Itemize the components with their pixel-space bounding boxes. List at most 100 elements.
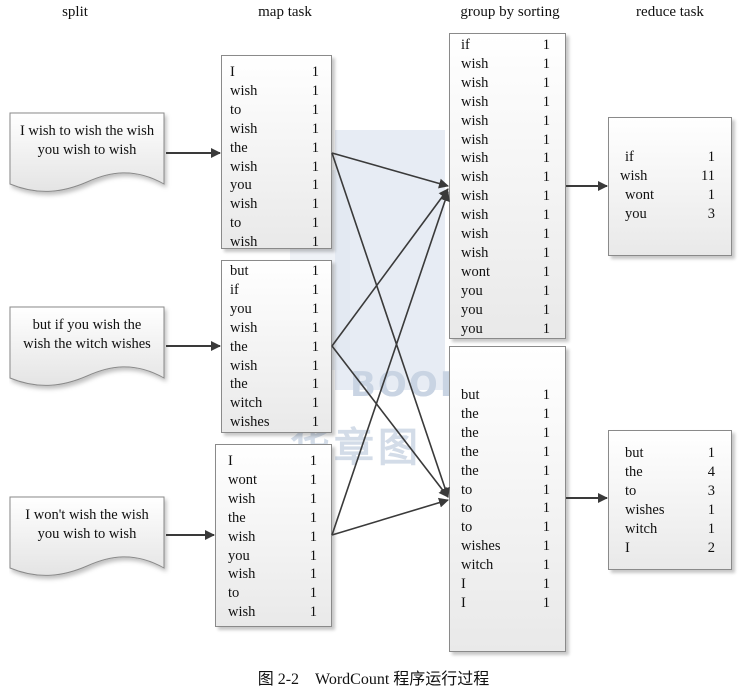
count: 1	[542, 301, 550, 318]
word: wont	[461, 263, 490, 280]
count: 1	[542, 424, 550, 441]
word: witch	[230, 395, 263, 412]
word-count-row: wish 1	[450, 112, 565, 131]
count: 1	[309, 547, 317, 564]
split-line: but if you wish the	[32, 317, 142, 333]
count: 1	[542, 557, 550, 574]
count: 1	[311, 234, 319, 251]
count: 1	[542, 169, 550, 186]
word: wish	[228, 528, 256, 545]
word: to	[461, 500, 473, 517]
count: 1	[309, 490, 317, 507]
count: 1	[707, 445, 715, 461]
word: wish	[230, 196, 258, 213]
count: 1	[309, 471, 317, 488]
word: wish	[461, 207, 489, 224]
word: the	[461, 443, 479, 460]
count: 1	[311, 263, 319, 279]
arrow-shuffle	[331, 152, 449, 189]
word: wont	[625, 186, 654, 203]
count: 1	[311, 338, 319, 355]
word-count-row: to 1	[450, 499, 565, 518]
word: but	[230, 263, 249, 279]
word: I	[228, 453, 233, 469]
count: 1	[309, 566, 317, 583]
document-shape-icon	[9, 112, 165, 192]
count: 1	[542, 443, 550, 460]
word: witch	[461, 557, 494, 574]
word: the	[230, 139, 248, 156]
word: wish	[228, 604, 256, 621]
word: but	[461, 387, 480, 403]
word: to	[461, 481, 473, 498]
count: 1	[311, 64, 319, 80]
word: wish	[461, 112, 489, 129]
count: 1	[311, 376, 319, 393]
word-count-row: wish 1	[450, 149, 565, 168]
count: 1	[309, 604, 317, 621]
word: the	[230, 338, 248, 355]
column-title-map: map task	[258, 4, 312, 20]
count: 1	[542, 263, 550, 280]
split-line: you wish to wish	[37, 142, 137, 158]
count: 1	[707, 520, 715, 537]
count: 1	[542, 112, 550, 129]
count: 1	[542, 500, 550, 517]
split-line: wish the witch wishes	[23, 336, 151, 352]
word: wish	[461, 150, 489, 167]
word: the	[625, 463, 643, 480]
count: 1	[542, 405, 550, 422]
word-count-row: witch 1	[450, 556, 565, 575]
count: 1	[311, 82, 319, 99]
word: wish	[461, 169, 489, 186]
split-document: but if you wish the wish the witch wishe…	[9, 306, 165, 388]
word: wish	[620, 167, 648, 184]
count: 1	[311, 101, 319, 118]
count: 1	[542, 576, 550, 592]
split-document: I won't wish the wish you wish to wish	[9, 496, 165, 578]
word: wish	[230, 319, 258, 336]
word: you	[461, 301, 483, 318]
count: 1	[311, 139, 319, 156]
word: you	[461, 320, 483, 337]
count: 1	[542, 150, 550, 167]
word: if	[230, 281, 239, 298]
word: if	[461, 37, 470, 53]
